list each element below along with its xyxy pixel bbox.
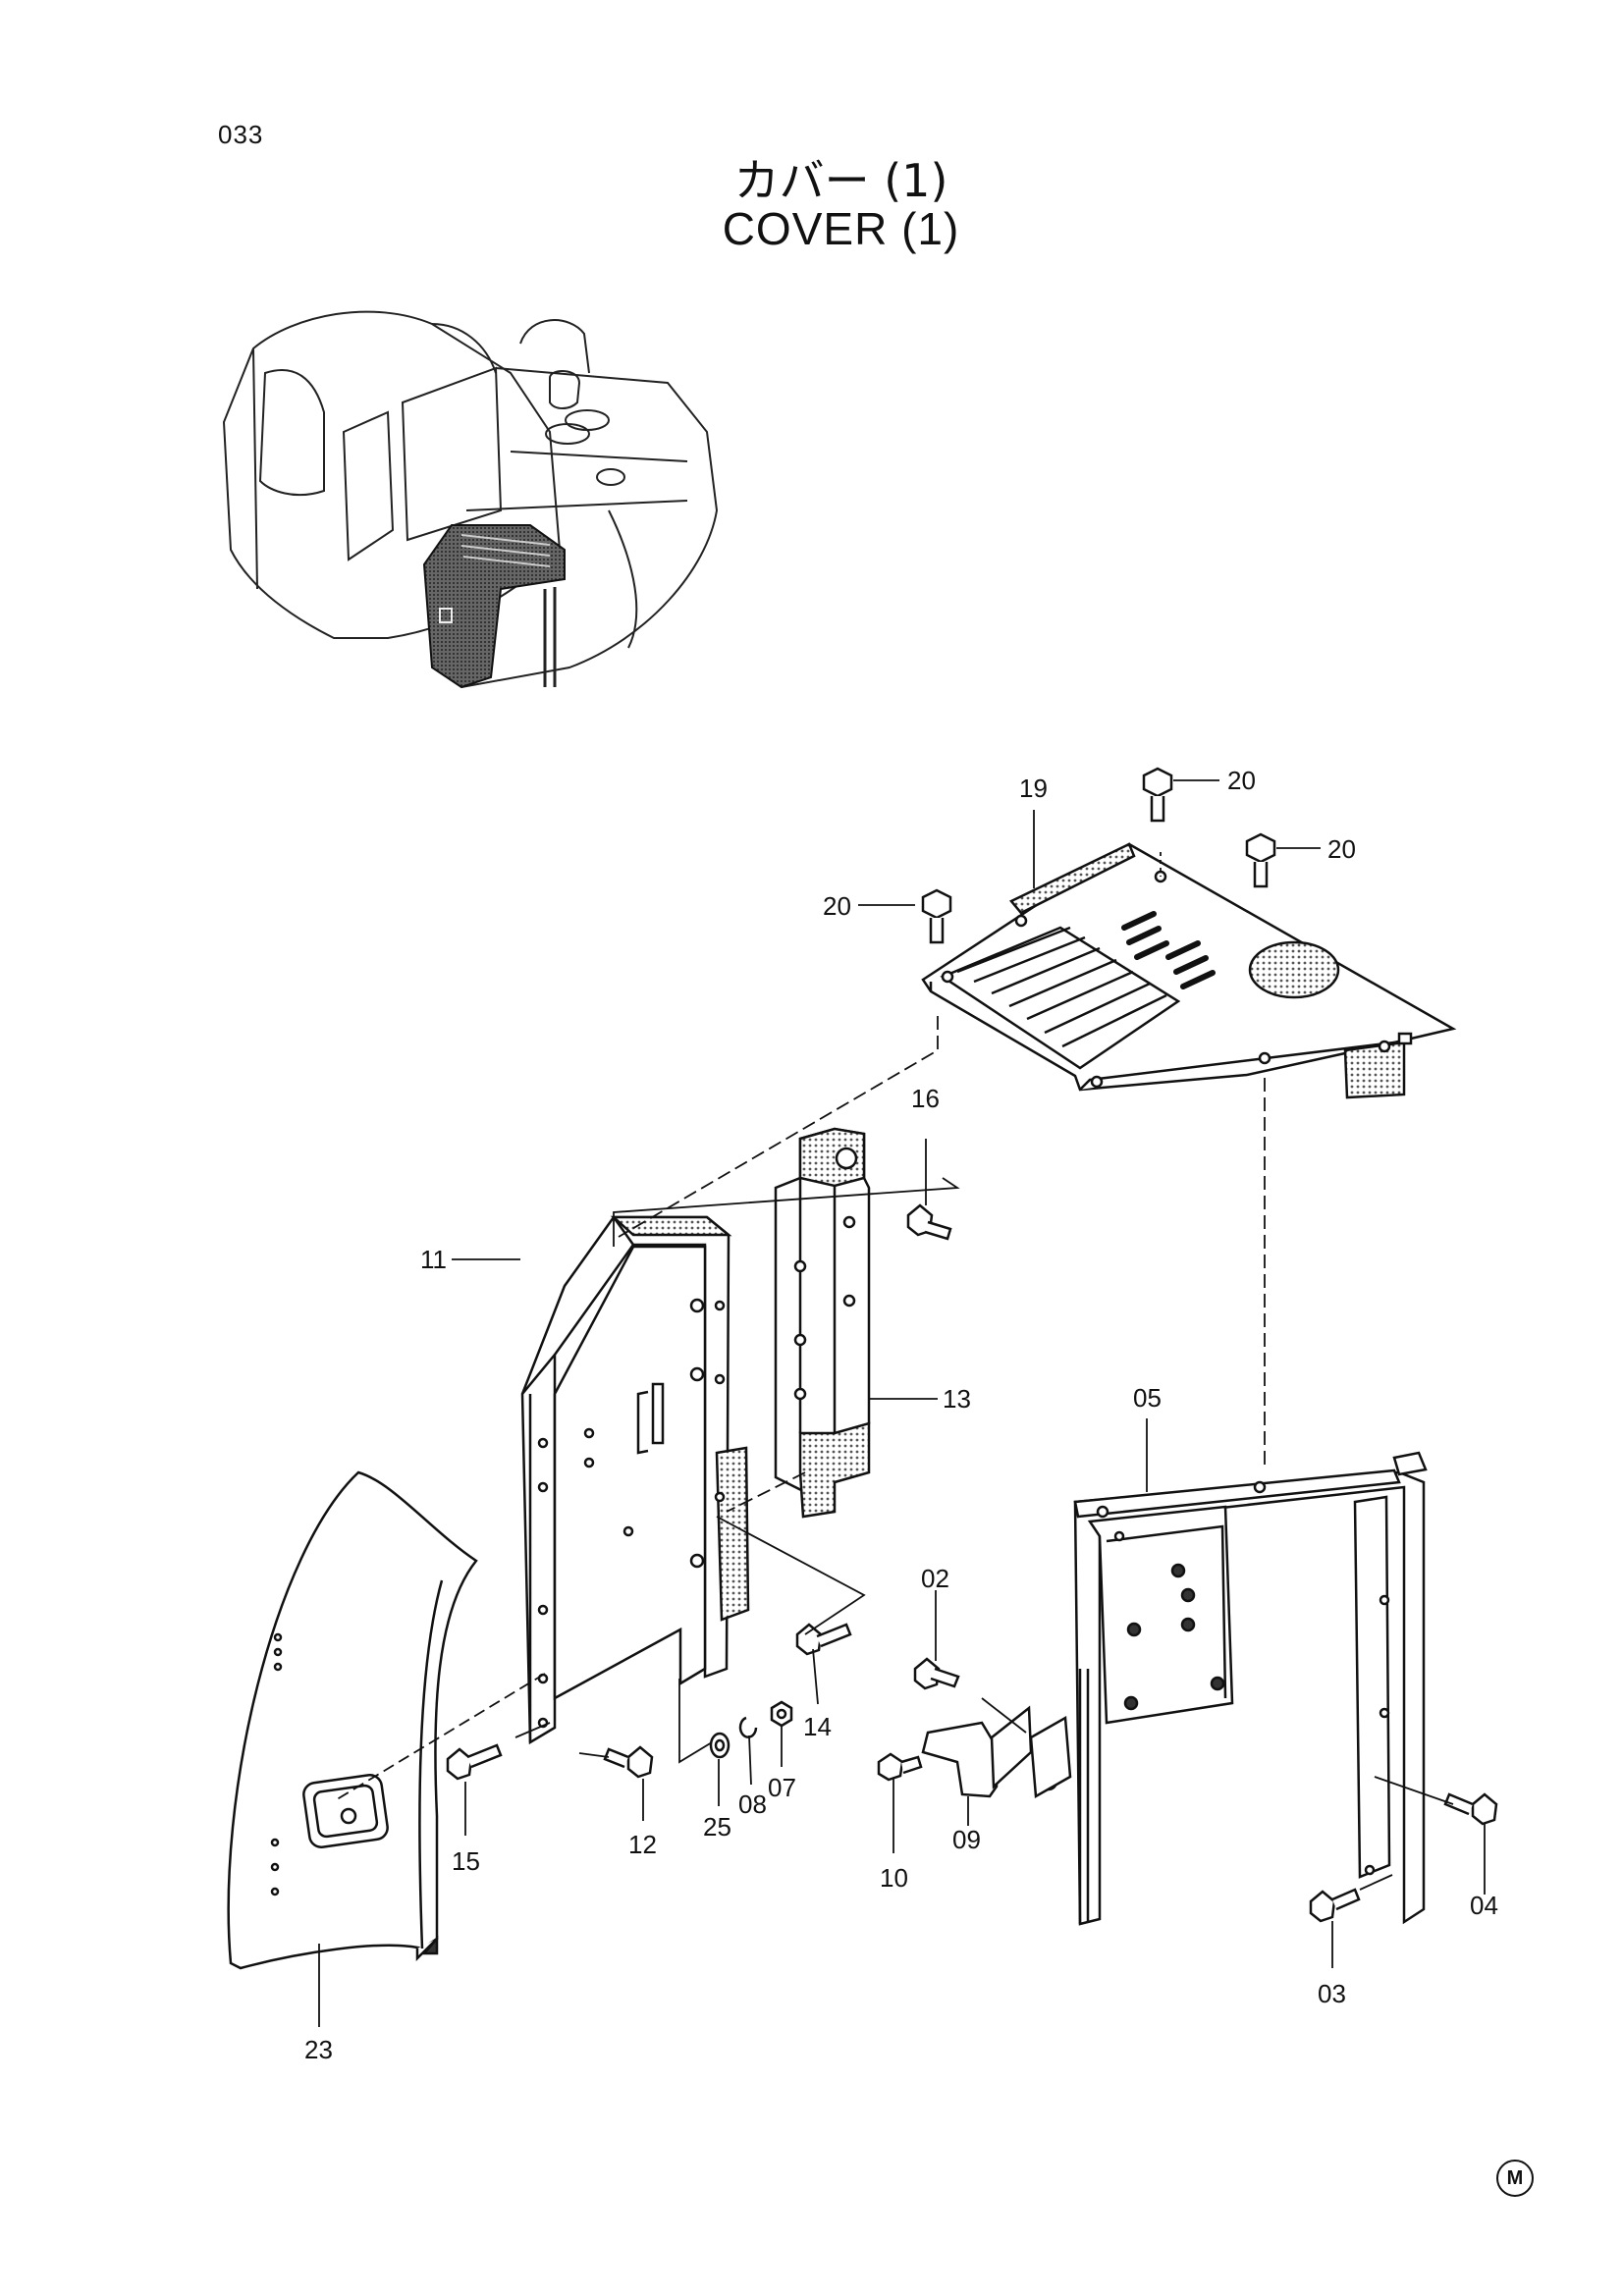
callout-05: 05 — [1133, 1383, 1162, 1413]
title-japanese: カバー (1) — [733, 154, 948, 207]
callout-08: 08 — [738, 1789, 767, 1819]
callout-15: 15 — [452, 1846, 480, 1876]
machine-overview-illustration — [222, 310, 719, 688]
highlighted-cover-in-overview — [422, 524, 566, 689]
title-english: COVER (1) — [722, 203, 960, 254]
part-end-panel — [227, 1470, 478, 1970]
callout-23: 23 — [304, 2035, 333, 2064]
callout-20-right: 20 — [1327, 834, 1356, 864]
callout-03: 03 — [1318, 1979, 1346, 2008]
callout-02: 02 — [921, 1564, 949, 1593]
callout-20-top: 20 — [1227, 766, 1256, 795]
callout-12: 12 — [628, 1830, 657, 1859]
callout-16: 16 — [911, 1084, 940, 1113]
part-vertical-bracket — [774, 1127, 871, 1519]
fasteners — [446, 767, 1498, 1923]
model-mark-symbol: M — [1496, 2160, 1534, 2197]
part-top-cover — [921, 842, 1457, 1099]
part-side-panel — [520, 1215, 750, 1745]
callout-19: 19 — [1019, 774, 1048, 803]
callout-10: 10 — [880, 1863, 908, 1893]
part-support-frame — [1073, 1451, 1428, 1926]
callout-07: 07 — [768, 1773, 796, 1802]
callout-13: 13 — [943, 1384, 971, 1414]
part-callouts: 02 03 04 05 07 08 09 10 11 12 13 14 15 1… — [304, 766, 1498, 2064]
callout-09: 09 — [952, 1825, 981, 1854]
leader-lines — [318, 779, 1486, 2027]
callout-25: 25 — [703, 1812, 731, 1842]
part-small-bracket — [921, 1705, 1072, 1799]
callout-14: 14 — [803, 1712, 832, 1741]
page-number: 033 — [218, 120, 264, 149]
callout-04: 04 — [1470, 1891, 1498, 1920]
callout-11: 11 — [420, 1245, 447, 1274]
callout-20-left: 20 — [823, 891, 851, 921]
